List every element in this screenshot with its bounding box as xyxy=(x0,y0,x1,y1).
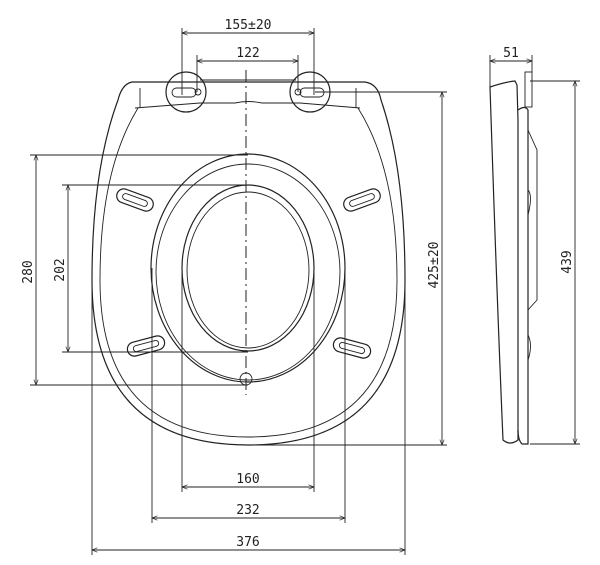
seat-ring-inner-line xyxy=(155,163,341,381)
seat-opening-inner-line xyxy=(186,191,310,349)
dim-thickness: 51 xyxy=(503,46,519,61)
bumper-slots xyxy=(116,188,381,359)
lid-inner-outline xyxy=(99,107,398,438)
dim-height: 439 xyxy=(560,250,575,273)
dim-seat-width: 232 xyxy=(236,503,259,518)
bumper-profile xyxy=(527,129,538,361)
dim-overall-width: 376 xyxy=(236,535,259,550)
hinges xyxy=(165,71,331,113)
extension-lines xyxy=(30,28,447,555)
dim-hinge-inner: 122 xyxy=(236,46,259,61)
lid-profile xyxy=(489,80,519,444)
dimension-lines xyxy=(33,30,445,553)
dim-opening-length: 202 xyxy=(53,258,68,281)
seat-opening xyxy=(181,184,315,352)
front-view: 155±20 122 280 202 425±20 160 232 376 xyxy=(21,18,447,555)
seat-profile xyxy=(517,106,529,445)
lid-outer-outline xyxy=(91,81,406,446)
dim-overall-length: 425±20 xyxy=(427,242,442,289)
dim-opening-width: 160 xyxy=(236,472,259,487)
side-view: 51 439 xyxy=(489,46,580,445)
dim-hinge-spacing: 155±20 xyxy=(225,18,272,33)
hinge-bar xyxy=(134,79,361,109)
dim-seat-length: 280 xyxy=(21,260,36,283)
hinge-profile xyxy=(524,71,533,108)
